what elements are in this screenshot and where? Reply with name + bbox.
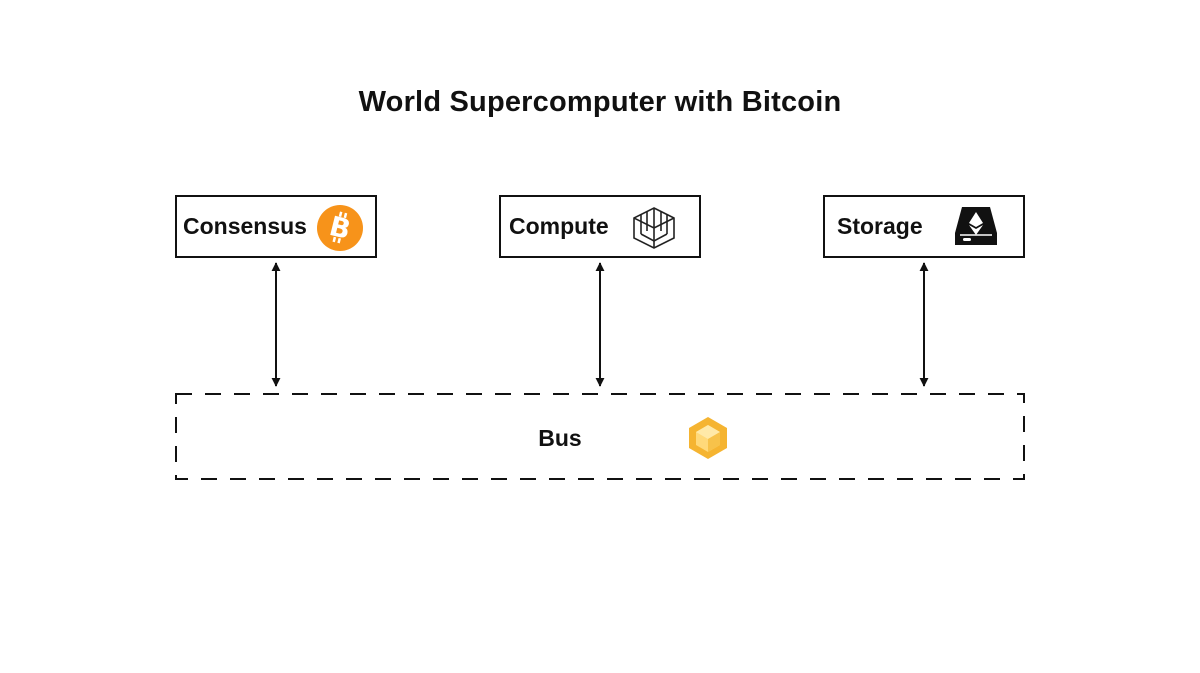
diagram-title: World Supercomputer with Bitcoin <box>358 86 842 118</box>
storage-box: Storage <box>823 195 1025 258</box>
yellow-cube-icon <box>689 417 727 459</box>
compute-cube-icon <box>633 207 675 249</box>
bus-label: Bus <box>538 425 582 451</box>
bus-container <box>175 393 1025 480</box>
compute-box: Compute <box>499 195 701 258</box>
compute-label: Compute <box>509 213 609 239</box>
consensus-box: Consensus B <box>175 195 377 258</box>
bitcoin-icon: B <box>317 205 363 251</box>
consensus-label: Consensus <box>183 213 307 239</box>
ethereum-drive-icon <box>955 207 997 245</box>
storage-label: Storage <box>837 213 923 239</box>
